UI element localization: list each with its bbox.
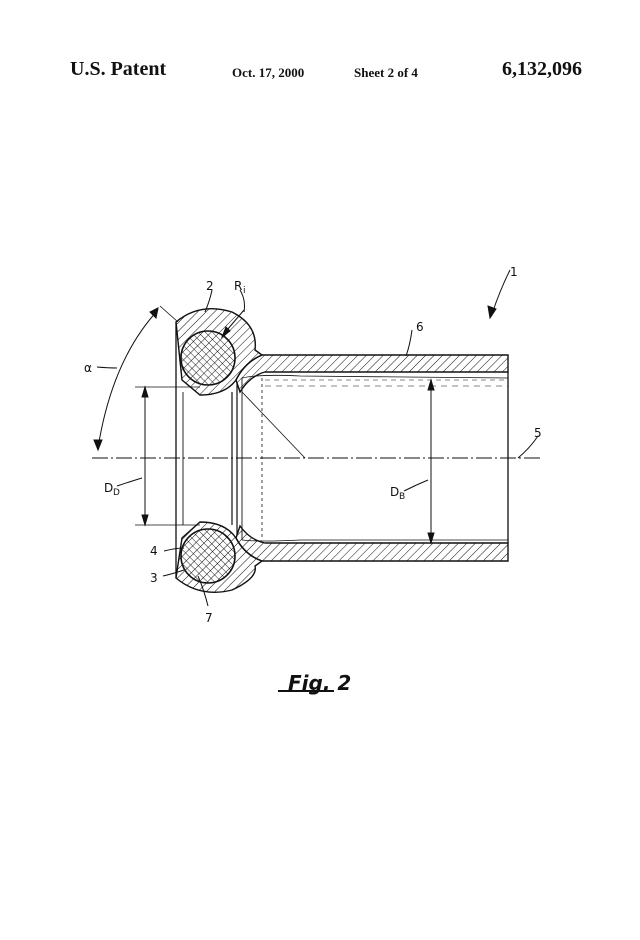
angle-alpha [93,305,306,459]
tube-wall-upper [235,354,509,394]
leader-lines [96,269,539,607]
alpha-label: α [84,361,92,375]
dd-sub-label: D [113,488,120,498]
dd-label: D [104,481,113,495]
radius-sub-label: i [243,286,246,296]
radius-label: R [234,279,242,293]
patent-number: 6,132,096 [502,58,582,80]
ref-label-3: 3 [150,571,158,585]
ref-label-1: 1 [510,265,518,279]
ref-label-4: 4 [150,544,158,558]
figure-caption: Fig. 2 [288,671,351,695]
patent-date: Oct. 17, 2000 [232,65,305,80]
sealing-ring-lower [180,528,236,584]
db-label: D [390,485,399,499]
dimension-dd [135,385,200,527]
patent-office-label: U.S. Patent [70,58,167,80]
tube-wall-lower [235,524,509,562]
sealing-ring-upper [180,330,236,386]
ref-label-6: 6 [416,320,424,334]
db-sub-label: B [399,492,405,502]
ref-label-5: 5 [534,426,542,440]
ref-label-2: 2 [206,279,214,293]
ref-label-7: 7 [205,611,213,625]
dimension-db [427,378,435,545]
bore-lines [175,322,509,578]
sheet-number: Sheet 2 of 4 [354,65,418,80]
